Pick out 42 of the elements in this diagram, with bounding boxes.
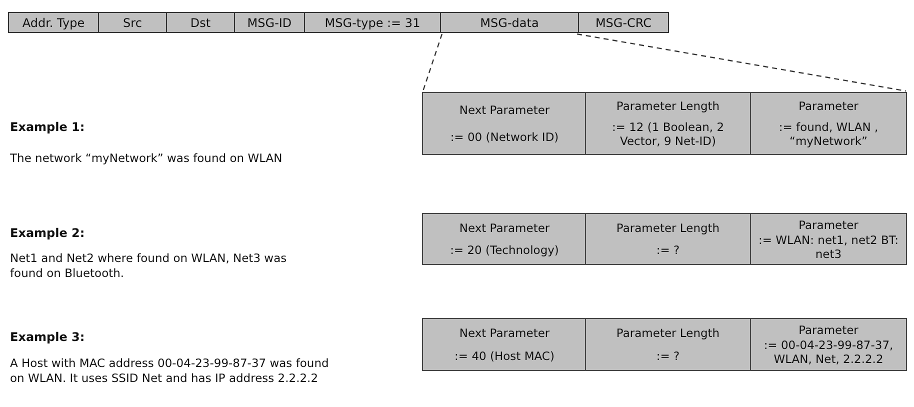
field-value: := 00-04-23-99-87-37, WLAN, Net, 2.2.2.2 [762, 338, 894, 366]
example-description: The network “myNetwork” was found on WLAN [10, 151, 284, 166]
dashed-line [576, 33, 906, 92]
field-name: Next Parameter [459, 326, 550, 340]
parameter-field [750, 213, 907, 265]
parameter-field [585, 318, 751, 371]
field-name: Parameter Length [616, 99, 720, 114]
example-heading: Example 1: [10, 120, 86, 135]
field-name: Next Parameter [459, 102, 550, 117]
parameter-field [422, 92, 587, 155]
example-heading: Example 3: [10, 330, 86, 345]
field-name: Parameter [798, 322, 858, 337]
field-value: := 00 (Network ID) [450, 130, 559, 144]
packet-field: MSG-CRC [578, 12, 669, 33]
parameter-field [585, 213, 751, 265]
packet-field: Addr. Type [8, 12, 99, 33]
field-value: := 12 (1 Boolean, 2 Vector, 9 Net-ID) [610, 120, 726, 148]
field-name: Parameter Length [616, 221, 720, 235]
parameter-field [750, 92, 907, 155]
packet-field: Src [98, 12, 167, 33]
packet-field: Dst [166, 12, 235, 33]
packet-field: MSG-type := 31 [304, 12, 441, 33]
field-value: := ? [656, 243, 680, 257]
field-value: := ? [656, 348, 680, 363]
parameter-field [422, 318, 587, 371]
parameter-field [750, 318, 907, 371]
field-name: Parameter Length [616, 326, 720, 340]
example-description: Net1 and Net2 where found on WLAN, Net3 was found on Bluetooth. [10, 251, 288, 281]
field-name: Parameter [798, 99, 858, 114]
parameter-field [585, 92, 751, 155]
parameter-field [422, 213, 587, 265]
example-description: A Host with MAC address 00-04-23-99-87-37 was found on WLAN. It uses SSID Net and has IP address 2.2.2.2 [10, 356, 330, 386]
dashed-line [422, 34, 443, 92]
packet-field: MSG-ID [234, 12, 305, 33]
field-value: := WLAN: net1, net2 BT: net3 [757, 232, 900, 260]
field-value: := found, WLAN , “myNetwork” [778, 120, 880, 148]
packet-field: MSG-data [440, 12, 579, 33]
field-name: Parameter [798, 218, 858, 232]
field-name: Next Parameter [459, 221, 550, 235]
example-heading: Example 2: [10, 226, 86, 241]
field-value: := 20 (Technology) [450, 243, 559, 257]
field-value: := 40 (Host MAC) [454, 348, 554, 363]
